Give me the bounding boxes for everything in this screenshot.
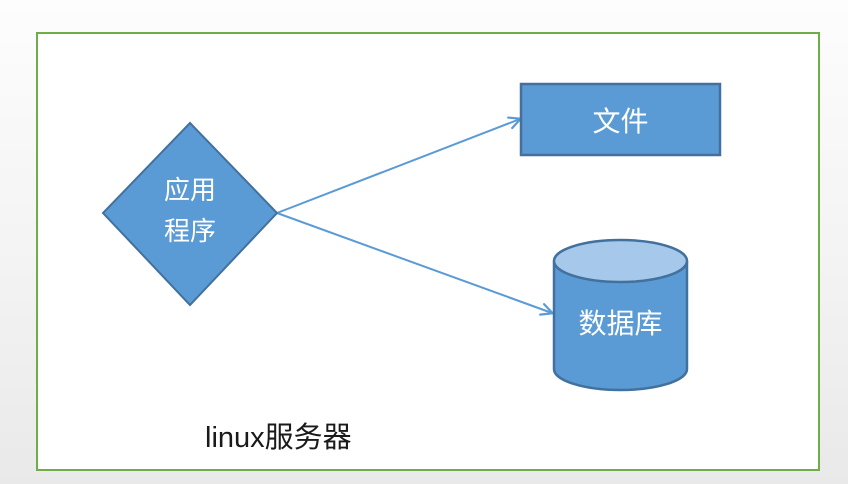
server-caption: linux服务器	[205, 422, 352, 454]
database-cylinder-shape	[552, 238, 689, 392]
file-rectangle-shape	[519, 82, 722, 157]
database-cylinder-top	[552, 238, 689, 284]
arrow-application-to-database	[276, 212, 554, 316]
application-diamond-shape	[101, 121, 279, 307]
database-cylinder-body	[552, 261, 689, 392]
arrow-application-to-file	[276, 116, 522, 214]
diagram-canvas	[101, 82, 722, 392]
